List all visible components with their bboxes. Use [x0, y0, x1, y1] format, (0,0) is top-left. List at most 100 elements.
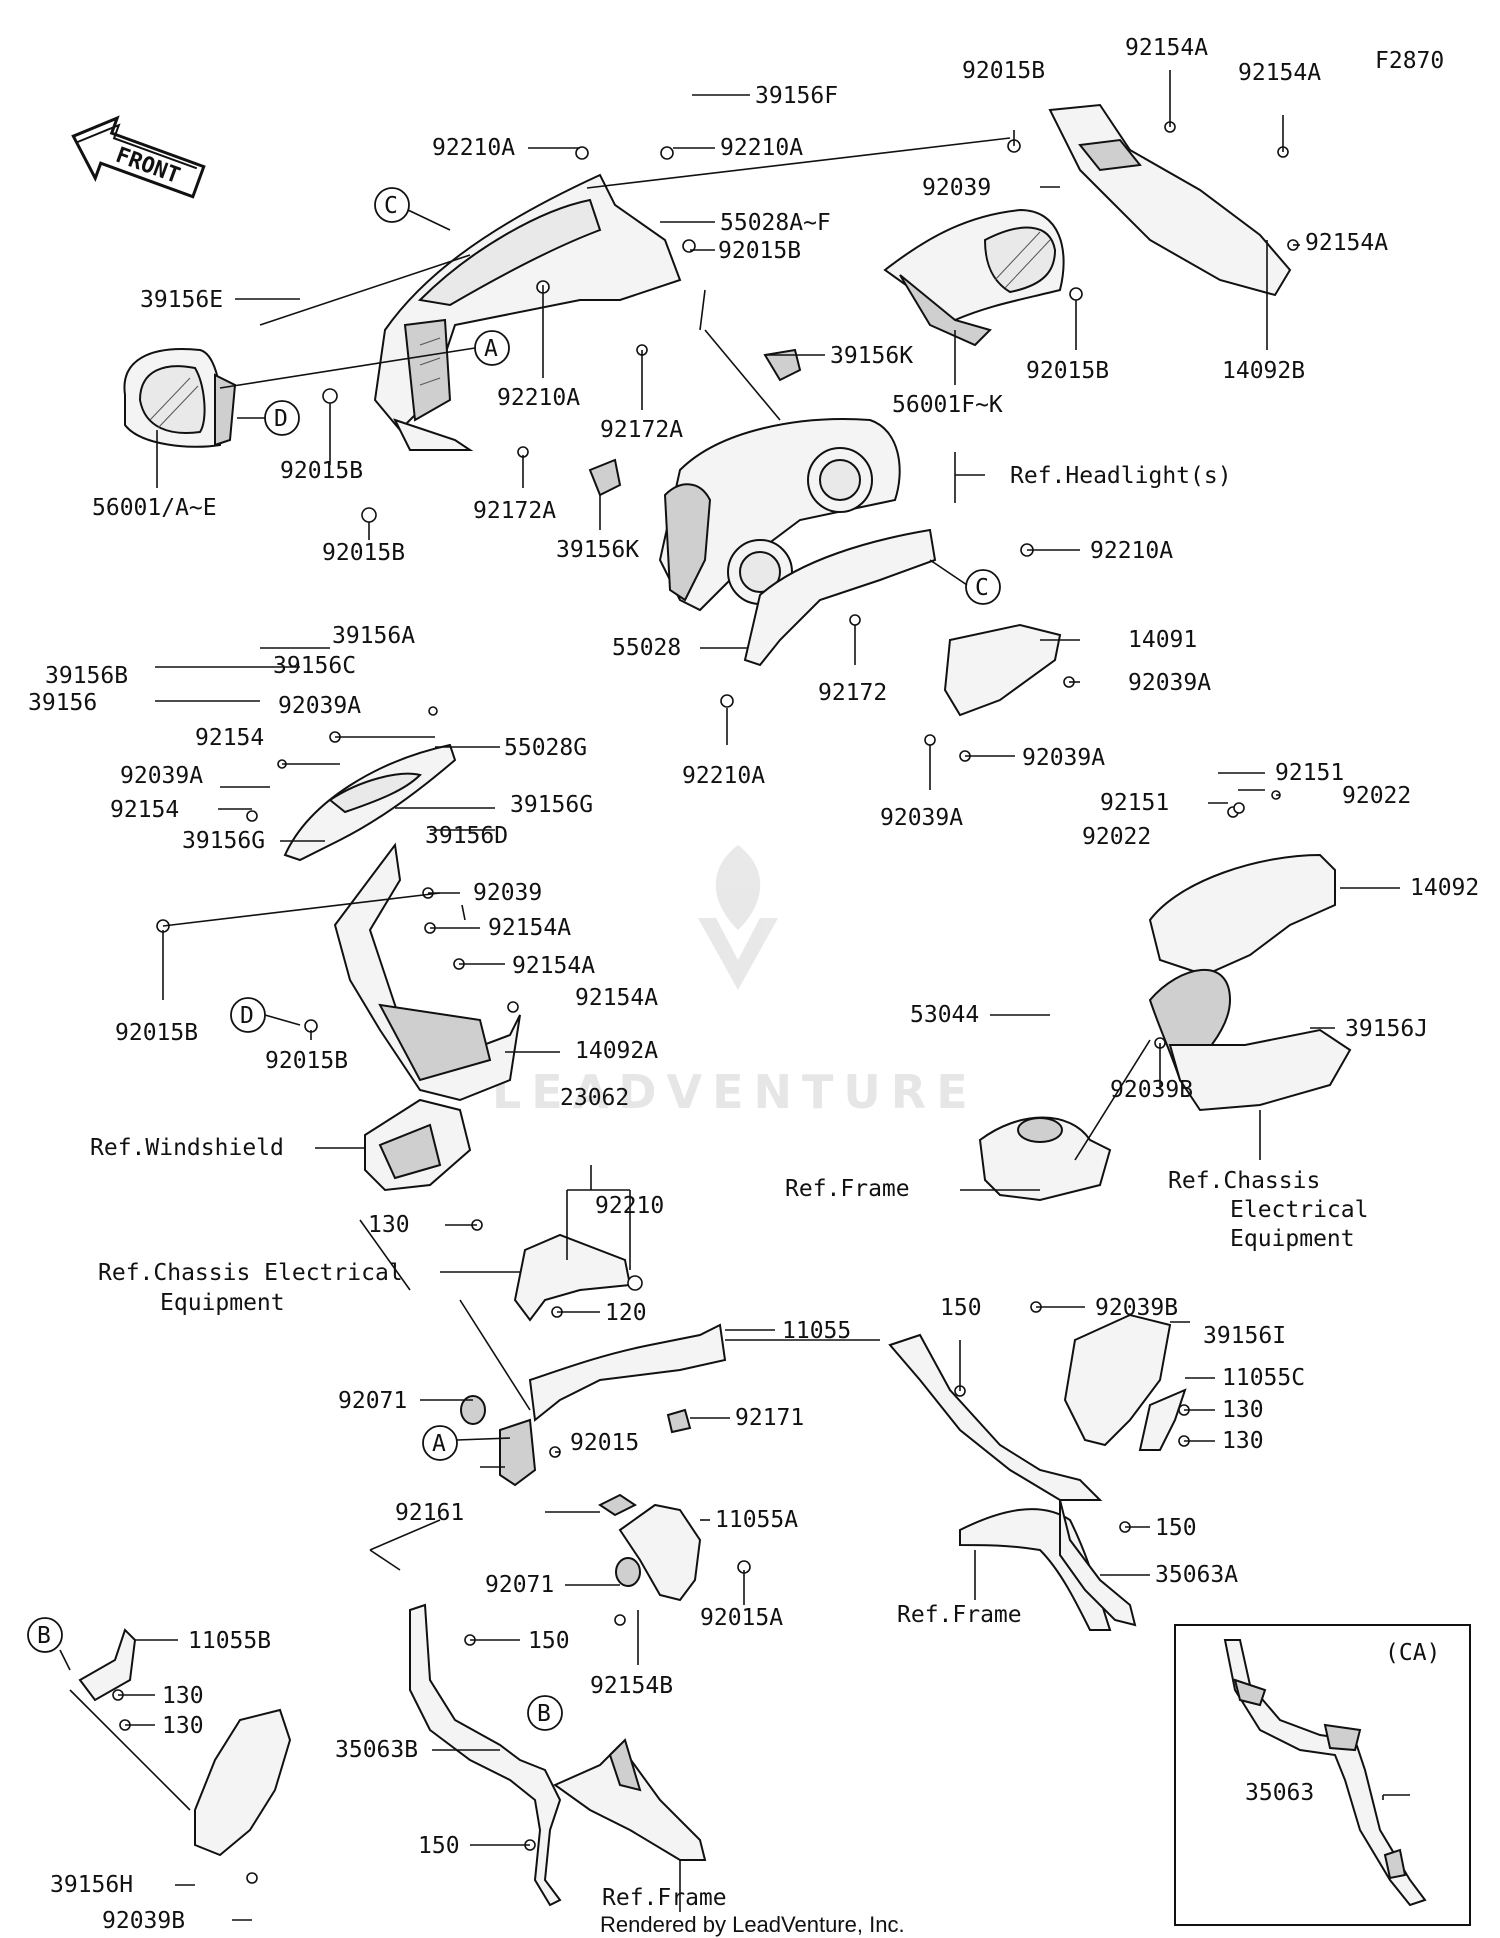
- footer-credit: Rendered by LeadVenture, Inc.: [600, 1912, 905, 1937]
- label: 92172A: [600, 417, 683, 443]
- bracket-11055a: [598, 1493, 702, 1602]
- label: 92151: [1100, 790, 1169, 816]
- label: 92015B: [322, 540, 405, 566]
- label: 92210A: [682, 763, 765, 789]
- label: Ref.Chassis Electrical: [98, 1260, 403, 1286]
- bracket-11055: [499, 1323, 727, 1487]
- svg-text:B: B: [37, 1623, 51, 1649]
- stay-35063a: [888, 1333, 1137, 1631]
- label: 150: [940, 1295, 982, 1321]
- lower-cowl-14092a: [333, 842, 521, 1102]
- label: 92039B: [1095, 1295, 1178, 1321]
- watermark-text: LEADVENTURE: [492, 1065, 978, 1119]
- label: 35063A: [1155, 1562, 1238, 1588]
- mirror-left: [123, 348, 237, 448]
- label: 92172: [818, 680, 887, 706]
- callout-a-2: A: [422, 1425, 458, 1461]
- label: 92015B: [265, 1048, 348, 1074]
- label: 92154A: [1305, 230, 1388, 256]
- mirror-right: [883, 208, 1065, 347]
- bracket-11055c: [1138, 1388, 1187, 1451]
- ca-inset-box: (CA): [1174, 1624, 1471, 1926]
- callout-b-2: B: [527, 1695, 563, 1731]
- label: 92154A: [1238, 60, 1321, 86]
- label: 92172A: [473, 498, 556, 524]
- part-labels: F2870 39156F 92210A 92210A 92015B 92154A…: [28, 35, 1479, 1934]
- label: 92015B: [280, 458, 363, 484]
- label: 55028G: [504, 735, 587, 761]
- label: 35063B: [335, 1737, 418, 1763]
- label: 11055C: [1222, 1365, 1305, 1391]
- bracket-11055b: [78, 1628, 137, 1702]
- label: 39156: [28, 690, 97, 716]
- frame-ref-mid: [978, 1116, 1112, 1202]
- callout-a-1: A: [474, 330, 510, 366]
- side-panel-55028g: [283, 743, 457, 862]
- label: 130: [1222, 1428, 1264, 1454]
- stay-23062: [513, 1233, 632, 1322]
- front-arrow-icon: FRONT: [71, 115, 206, 199]
- callout-c-1: C: [374, 187, 410, 223]
- label: 92210A: [720, 135, 803, 161]
- callout-d-2: D: [230, 997, 266, 1033]
- svg-text:C: C: [975, 575, 989, 601]
- svg-text:A: A: [432, 1431, 446, 1457]
- label: 130: [162, 1713, 204, 1739]
- label: 55028: [612, 635, 681, 661]
- label: 92039B: [102, 1908, 185, 1934]
- inner-panel-55028: [743, 528, 937, 667]
- callout-b-1: B: [27, 1617, 63, 1653]
- label: 92039A: [880, 805, 963, 831]
- label: 92161: [395, 1500, 464, 1526]
- label: 92015B: [1026, 358, 1109, 384]
- label: 56001F~K: [892, 392, 1003, 418]
- windshield-bracket: [364, 1098, 472, 1192]
- stay-35063b: [409, 1603, 562, 1907]
- label: 39156K: [556, 537, 639, 563]
- label: 14092: [1410, 875, 1479, 901]
- label: 120: [605, 1300, 647, 1326]
- label: Equipment: [160, 1290, 285, 1316]
- label: 53044: [910, 1002, 979, 1028]
- label: 92015A: [700, 1605, 783, 1631]
- label: 14092B: [1222, 358, 1305, 384]
- label: 39156C: [273, 653, 356, 679]
- label: 92154B: [590, 1673, 673, 1699]
- label: 130: [1222, 1397, 1264, 1423]
- label: 14092A: [575, 1038, 658, 1064]
- label: 14091: [1128, 627, 1197, 653]
- bracket-39156j: [1168, 1028, 1352, 1112]
- label: 92039A: [278, 693, 361, 719]
- label: 39156E: [140, 287, 223, 313]
- label: 11055: [782, 1318, 851, 1344]
- ca-box-label: (CA): [1385, 1640, 1440, 1666]
- callout-d-1: D: [264, 400, 300, 436]
- label: Ref.Windshield: [90, 1135, 284, 1161]
- connector-lines: [59, 137, 1011, 1811]
- watermark-logo: [698, 845, 778, 990]
- label: 39156G: [182, 828, 265, 854]
- label: 39156H: [50, 1872, 133, 1898]
- label: 92015B: [115, 1020, 198, 1046]
- label: 92039A: [1022, 745, 1105, 771]
- label: 92154A: [575, 985, 658, 1011]
- svg-text:D: D: [240, 1003, 254, 1029]
- label: 11055B: [188, 1628, 271, 1654]
- label: 39156B: [45, 663, 128, 689]
- label: 92154A: [488, 915, 571, 941]
- label: 92015B: [962, 58, 1045, 84]
- label: 56001/A~E: [92, 495, 217, 521]
- label: 92151: [1275, 760, 1344, 786]
- label: 92039: [473, 880, 542, 906]
- label: 92071: [485, 1572, 554, 1598]
- label: 150: [1155, 1515, 1197, 1541]
- label: 39156I: [1203, 1323, 1286, 1349]
- label: Electrical: [1230, 1197, 1368, 1223]
- label: 92015: [570, 1430, 639, 1456]
- svg-text:B: B: [537, 1701, 551, 1727]
- label: 92039: [922, 175, 991, 201]
- label: 23062: [560, 1085, 629, 1111]
- svg-text:A: A: [484, 336, 498, 362]
